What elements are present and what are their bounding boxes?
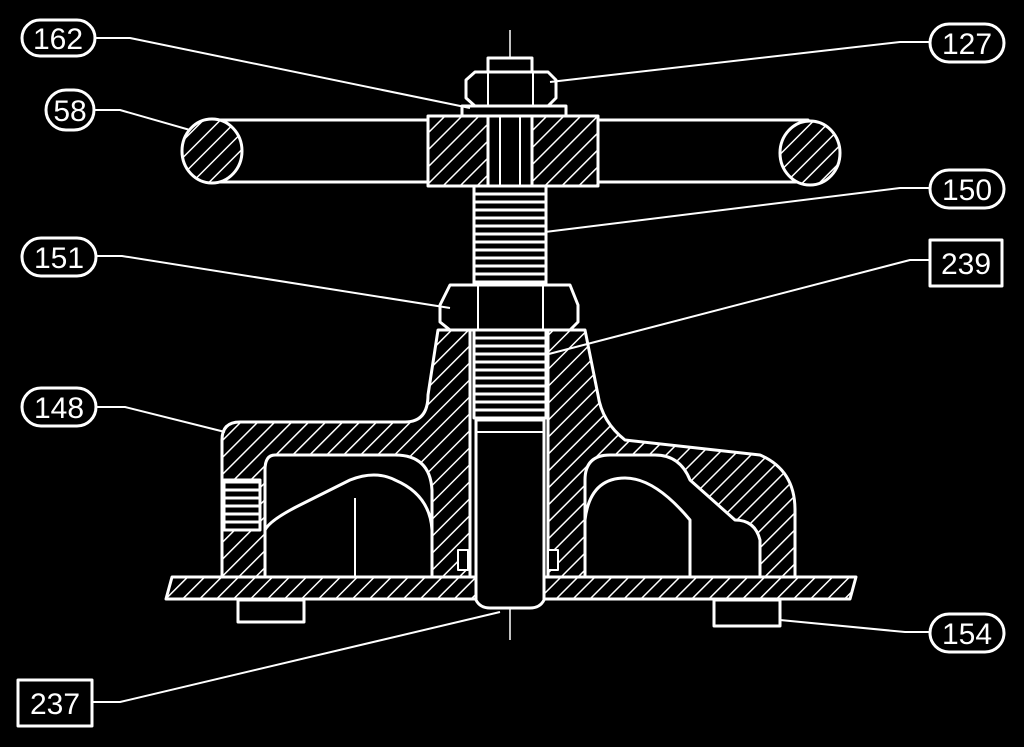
- left-arch: [263, 473, 434, 579]
- body-right-half: [546, 328, 797, 579]
- handle-bar-right: [596, 118, 810, 184]
- bolt-head-right: [712, 598, 782, 628]
- leader-162: [95, 37, 471, 109]
- callout-label-150: 150: [942, 174, 992, 207]
- screw-shank-top: [486, 114, 534, 188]
- callout-box-239: [928, 238, 1004, 288]
- callout-label-127: 127: [942, 28, 992, 61]
- callout-balloon-154: [928, 612, 1006, 654]
- handle-knob-left: [180, 117, 244, 185]
- leader-239: [544, 259, 930, 356]
- callout-label-239: 239: [941, 248, 991, 281]
- leader-237: [92, 611, 501, 703]
- leader-151: [96, 255, 451, 309]
- callout-label-148: 148: [34, 392, 84, 425]
- pin-right: [547, 549, 559, 571]
- stud-tip: [486, 56, 534, 74]
- handle-knob-right: [778, 119, 842, 187]
- callout-label-154: 154: [942, 618, 992, 651]
- callout-balloon-58: [44, 88, 96, 132]
- callout-label-237: 237: [30, 688, 80, 721]
- top-nut-127: [464, 70, 558, 108]
- callout-balloon-162: [20, 18, 97, 58]
- callout-balloon-150: [928, 168, 1006, 210]
- bolt-head-left: [236, 598, 306, 624]
- screw-239: [472, 328, 548, 420]
- handle-hub-right: [530, 114, 600, 188]
- callout-label-58: 58: [53, 95, 86, 128]
- callout-box-237: [16, 678, 94, 728]
- callout-balloon-127: [928, 22, 1006, 64]
- body-left-half: [220, 328, 472, 579]
- plunger-237: [474, 418, 546, 610]
- callout-label-151: 151: [34, 242, 84, 275]
- right-arch: [583, 476, 692, 579]
- leader-58: [94, 109, 191, 131]
- leader-127: [549, 41, 930, 83]
- hex-nut-151: [438, 283, 580, 332]
- knurl-side: [222, 478, 262, 532]
- leader-148: [96, 406, 226, 433]
- handle-hub-left: [426, 114, 490, 188]
- callout-balloon-151: [20, 236, 98, 278]
- leader-154: [779, 619, 930, 633]
- pin-left: [457, 549, 469, 571]
- callout-balloon-148: [20, 386, 98, 428]
- callout-label-162: 162: [33, 23, 83, 56]
- screw-150: [472, 183, 548, 287]
- leader-150: [544, 187, 930, 233]
